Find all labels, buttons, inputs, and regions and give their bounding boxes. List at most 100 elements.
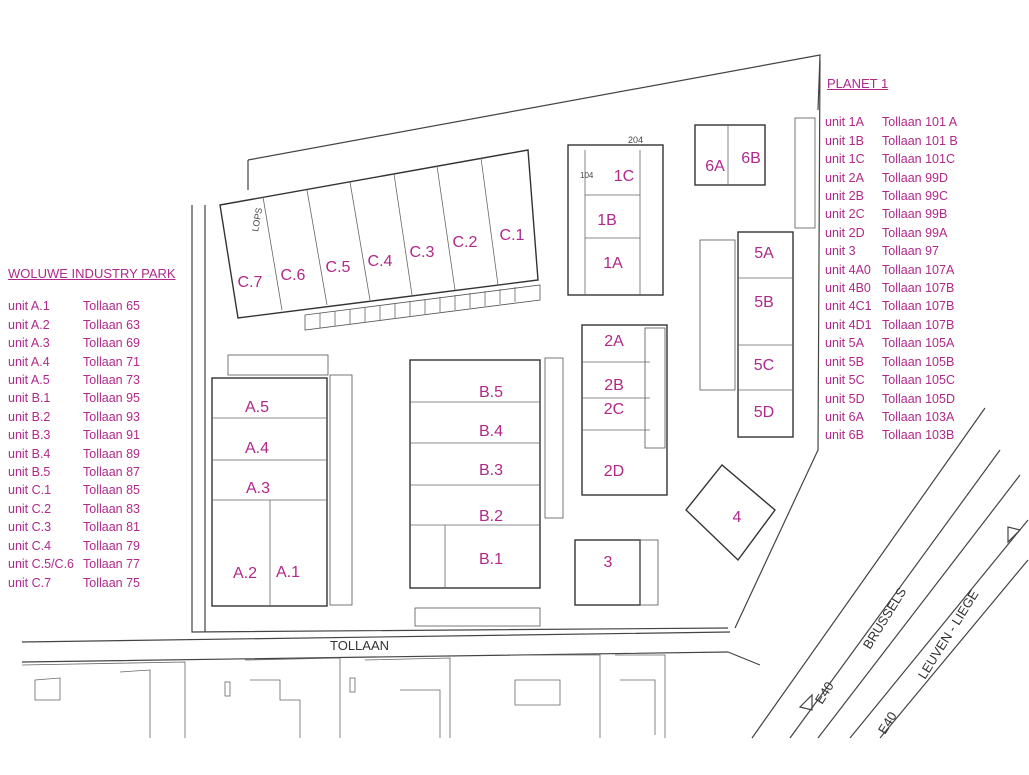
label-a1: A.1 xyxy=(276,564,300,581)
legend-address: Tollaan 87 xyxy=(83,465,140,480)
legend-address: Tollaan 75 xyxy=(83,575,140,590)
legend-address: Tollaan 105B xyxy=(882,354,955,369)
label-2b: 2B xyxy=(604,377,624,394)
legend-address: Tollaan 81 xyxy=(83,520,140,535)
legend-address: Tollaan 99C xyxy=(882,189,949,204)
legend-address: Tollaan 89 xyxy=(83,446,140,461)
legend-address: Tollaan 103B xyxy=(882,428,955,443)
legend-row: unit 2B Tollaan 99C xyxy=(825,187,958,205)
label-6b: 6B xyxy=(741,150,761,167)
highway-label-e40-liege: E40 xyxy=(875,709,900,737)
highway-lines xyxy=(751,407,1029,739)
label-5d: 5D xyxy=(754,404,774,421)
building-block-b xyxy=(409,357,564,627)
legend-unit: unit 4C1 xyxy=(825,299,872,314)
legend-unit: unit 1B xyxy=(825,133,864,148)
highway-direction-liege: LEUVEN - LIEGE xyxy=(915,587,982,682)
legend-unit: unit 2A xyxy=(825,170,864,185)
legend-unit: unit 5C xyxy=(825,373,865,388)
label-c4: C.4 xyxy=(368,253,393,270)
legend-address: Tollaan 101 B xyxy=(882,133,958,148)
legend-address: Tollaan 99A xyxy=(882,225,948,240)
arrow-to-liege-icon xyxy=(1007,526,1022,544)
legend-unit: unit B.3 xyxy=(8,428,51,443)
legend-unit: unit 2B xyxy=(825,189,864,204)
legend-unit: unit B.4 xyxy=(8,446,51,461)
legend-unit: unit A.3 xyxy=(8,336,50,351)
legend-unit: unit 1C xyxy=(825,152,865,167)
label-b4: B.4 xyxy=(479,423,503,440)
legend-row: unit 1B Tollaan 101 B xyxy=(825,132,958,150)
legend-unit: unit C.5/C.6 xyxy=(8,557,75,572)
legend-unit: unit 4D1 xyxy=(825,317,872,332)
legend-unit: unit C.3 xyxy=(8,520,52,535)
legend-address: Tollaan 101 A xyxy=(882,115,958,130)
legend-unit: unit 4B0 xyxy=(825,281,871,296)
legend-address: Tollaan 105C xyxy=(882,373,955,388)
legend-row: unit 5C Tollaan 105C xyxy=(825,371,958,389)
legend-row: unit 4D1 Tollaan 107B xyxy=(825,316,958,334)
legend-unit: unit 5B xyxy=(825,354,864,369)
legend-address: Tollaan 105A xyxy=(882,336,955,351)
legend-address: Tollaan 107B xyxy=(882,317,955,332)
label-b3: B.3 xyxy=(479,462,503,479)
planet-legend-title: PLANET 1 xyxy=(827,76,889,91)
legend-unit: unit C.2 xyxy=(8,501,52,516)
label-5c: 5C xyxy=(754,357,774,374)
label-c1: C.1 xyxy=(500,227,525,244)
site-inner-boundary xyxy=(204,160,249,632)
site-boundary xyxy=(191,54,821,633)
label-b2: B.2 xyxy=(479,508,503,525)
label-1b: 1B xyxy=(597,212,617,229)
legend-address: Tollaan 85 xyxy=(83,483,140,498)
label-2d: 2D xyxy=(604,463,624,480)
building-block-a xyxy=(211,354,353,607)
handwritten-note-lops: LOPS xyxy=(250,207,264,232)
legend-row: unit 5B Tollaan 105B xyxy=(825,353,958,371)
label-1c: 1C xyxy=(614,168,634,185)
label-6a: 6A xyxy=(705,158,725,175)
legend-address: Tollaan 101C xyxy=(882,152,955,167)
legend-unit: unit B.5 xyxy=(8,465,51,480)
legend-unit: unit B.2 xyxy=(8,409,51,424)
handwritten-note-204: 204 xyxy=(628,135,643,145)
legend-address: Tollaan 71 xyxy=(83,354,140,369)
legend-address: Tollaan 65 xyxy=(83,299,140,314)
legend-address: Tollaan 105D xyxy=(882,391,955,406)
legend-address: Tollaan 99D xyxy=(882,170,949,185)
label-3: 3 xyxy=(604,554,613,571)
legend-row: unit B.4 Tollaan 89 xyxy=(8,445,176,463)
legend-unit: unit C.7 xyxy=(8,575,52,590)
legend-unit: unit A.4 xyxy=(8,354,50,369)
tollaan-road-edges xyxy=(21,631,761,666)
legend-address: Tollaan 107B xyxy=(882,281,955,296)
legend-address: Tollaan 97 xyxy=(882,244,939,259)
building-labels: C.7 C.6 C.5 C.4 C.3 C.2 C.1 A.5 A.4 A.3 … xyxy=(233,150,774,582)
legend-row: unit 4B0 Tollaan 107B xyxy=(825,279,958,297)
label-2c: 2C xyxy=(604,401,624,418)
legend-row: unit 2A Tollaan 99D xyxy=(825,169,958,187)
legend-address: Tollaan 99B xyxy=(882,207,948,222)
